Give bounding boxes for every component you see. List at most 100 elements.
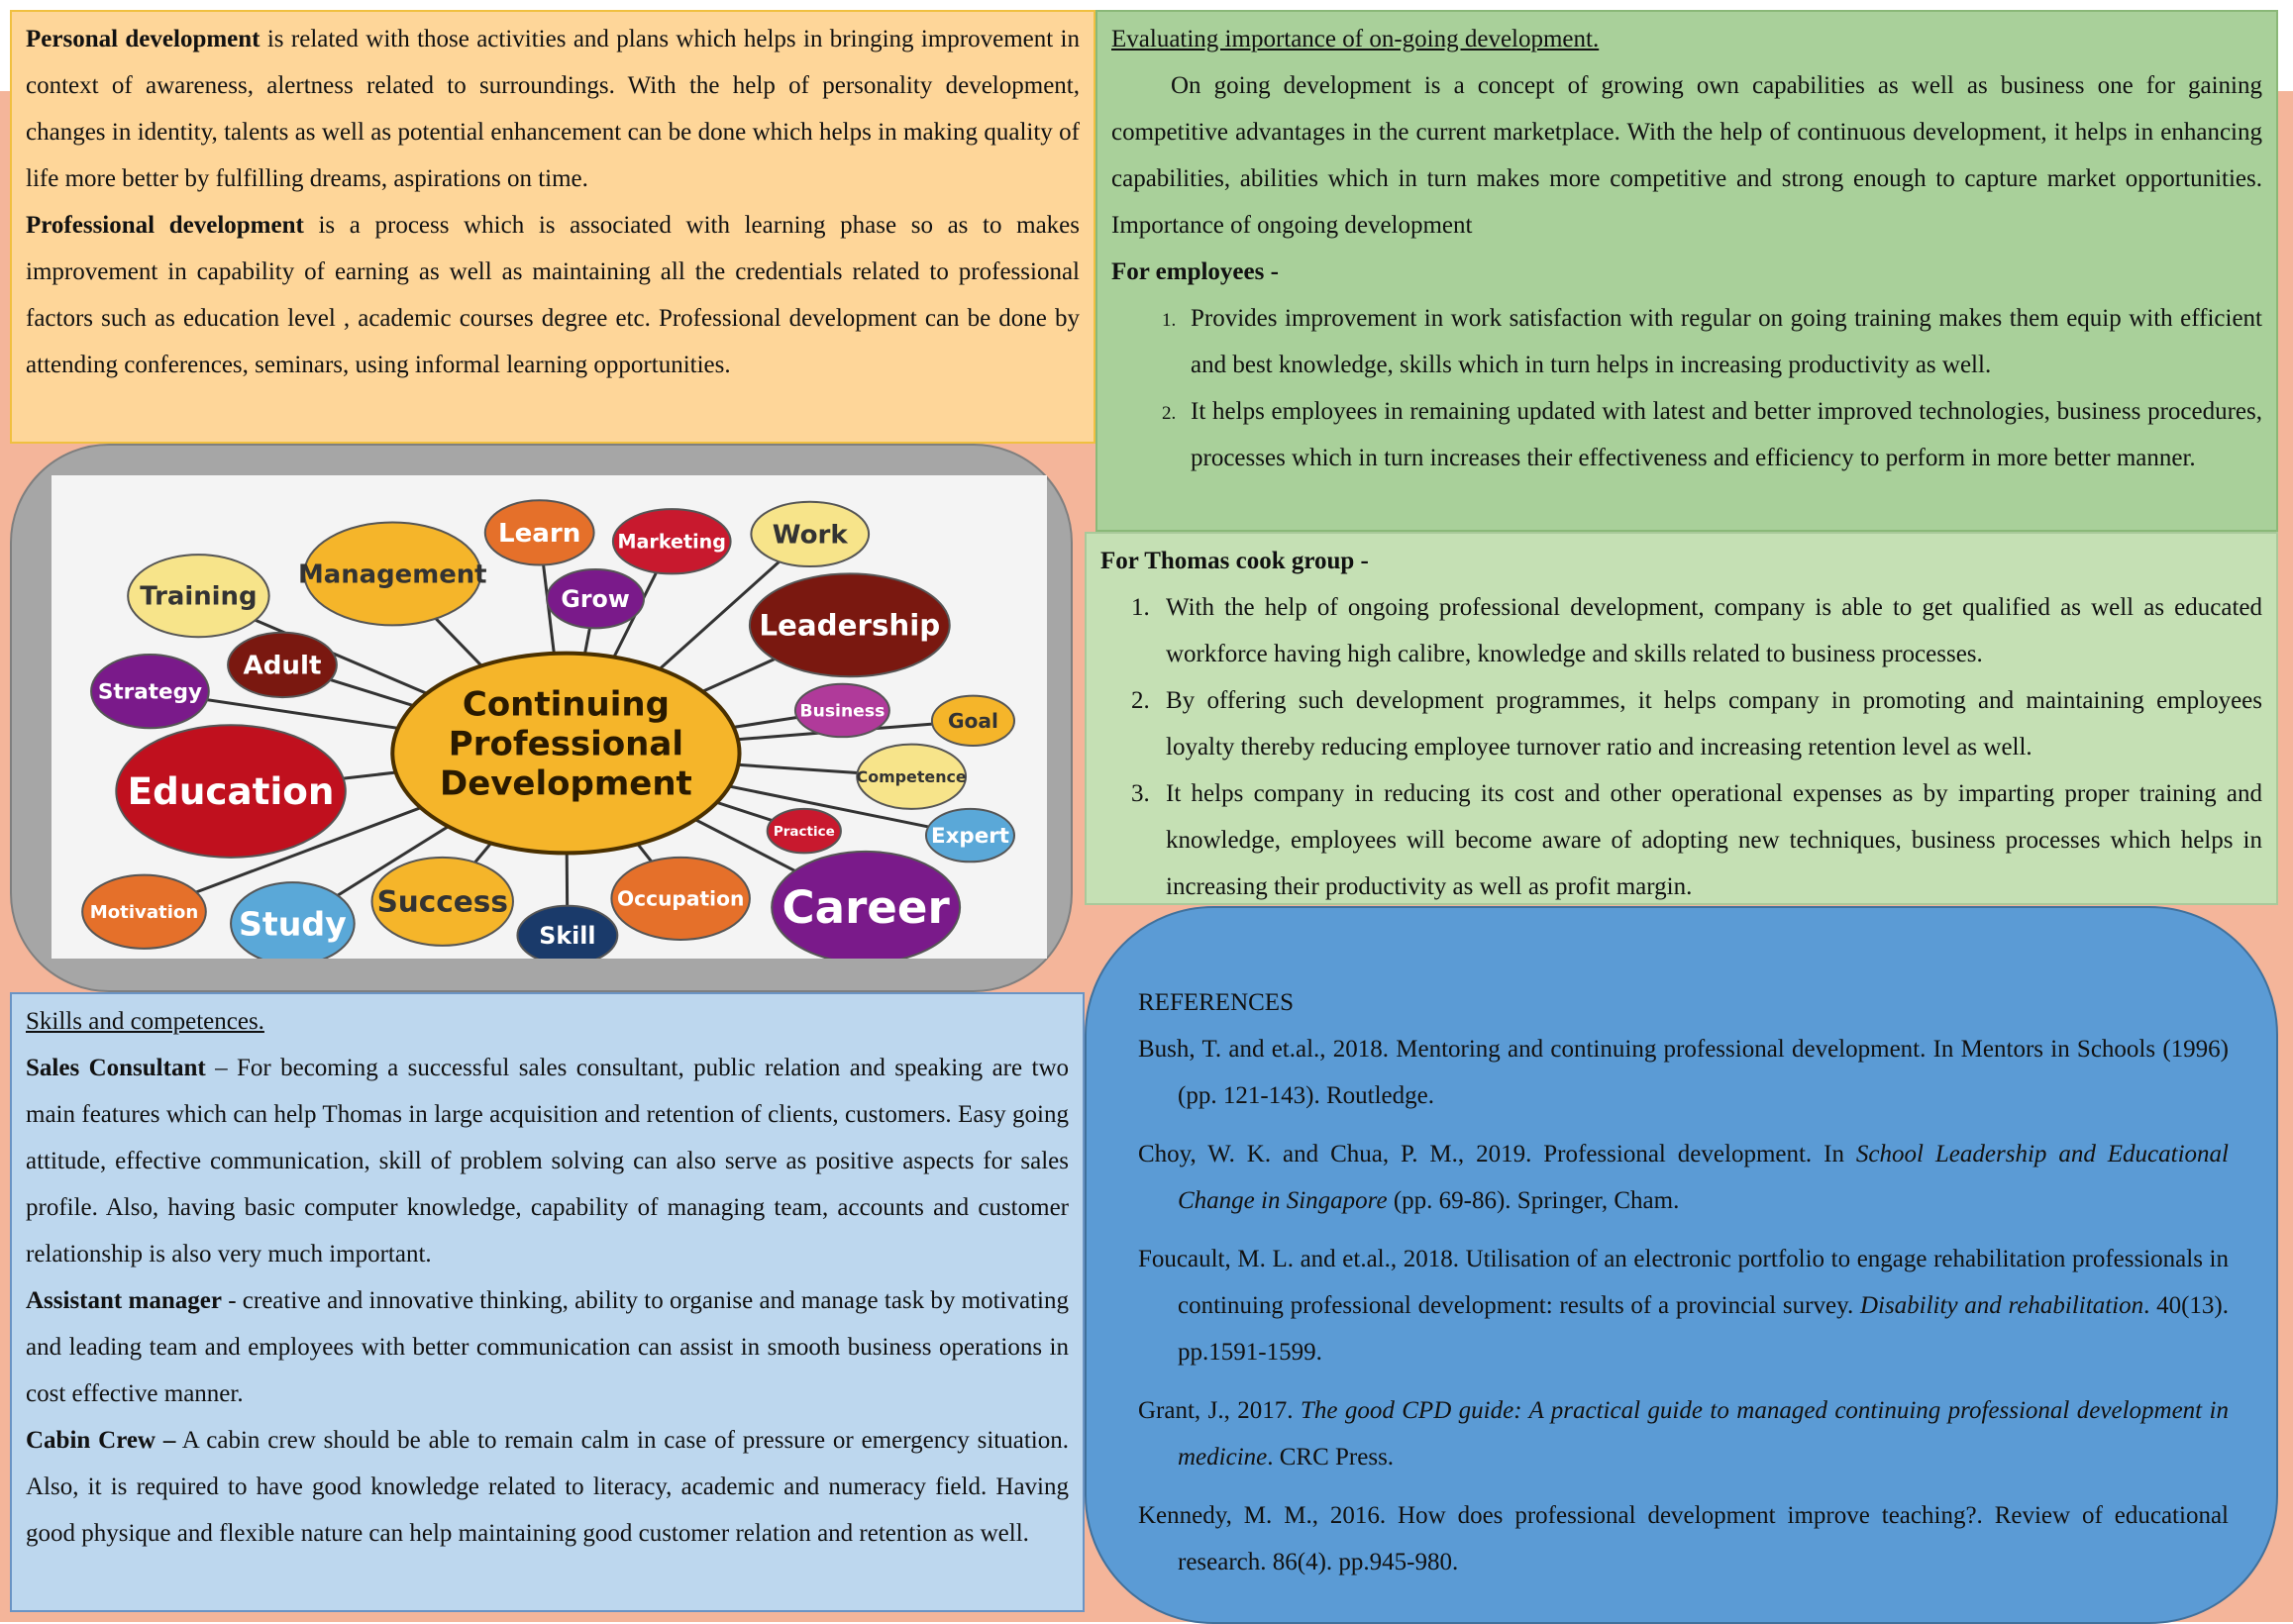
- bubble-shape: [230, 881, 356, 959]
- mind-map-bubble: Expert: [924, 807, 1016, 863]
- ongoing-development-heading: Evaluating importance of on-going develo…: [1111, 26, 1600, 52]
- development-definitions-panel: Personal development is related with tho…: [10, 10, 1095, 444]
- bubble-shape: [771, 850, 962, 959]
- bubble-label: Training: [140, 582, 257, 612]
- center-label: Continuing: [463, 684, 670, 724]
- reference-text: Choy, W. K. and Chua, P. M., 2019. Profe…: [1138, 1141, 1856, 1167]
- bubble-shape: [483, 499, 595, 566]
- reference-source: Disability and rehabilitation: [1859, 1292, 2144, 1319]
- skills-heading: Skills and competences.: [26, 1008, 264, 1035]
- professional-development-text: is a process which is associated with le…: [26, 212, 1080, 378]
- bubble-shape: [546, 567, 646, 630]
- bubble-label: Learn: [498, 519, 580, 549]
- bubble-shape: [115, 724, 347, 859]
- mind-map-bubble: Grow: [546, 567, 646, 630]
- role-text: – For becoming a successful sales consul…: [26, 1055, 1069, 1268]
- personal-development-paragraph: Personal development is related with tho…: [26, 16, 1080, 202]
- list-item: It helps employees in remaining updated …: [1181, 388, 2262, 481]
- bubble-label: Leadership: [759, 609, 940, 643]
- reference-details: . 40(13). pp.1591-1599.: [1178, 1292, 2229, 1366]
- reference-item: Kennedy, M. M., 2016. How does professio…: [1138, 1492, 2229, 1585]
- bubble-label: Success: [377, 885, 508, 919]
- employees-heading: For employees -: [1111, 258, 1279, 285]
- bubble-shape: [856, 743, 968, 810]
- mind-map-bubble: Skill: [516, 904, 619, 959]
- ongoing-development-panel: Evaluating importance of on-going develo…: [1095, 10, 2278, 532]
- bubble-label: Competence: [857, 767, 967, 786]
- bubble-label: Business: [799, 701, 885, 721]
- mind-map-bubble: Motivation: [81, 873, 207, 950]
- mind-map-bubble: Training: [127, 554, 270, 639]
- reference-details: . CRC Press.: [1267, 1444, 1395, 1471]
- bubble-shape: [516, 904, 619, 959]
- mind-map-bubble: Management: [298, 521, 487, 627]
- mind-map-bubble: Learn: [483, 499, 595, 566]
- mind-map-bubble: Success: [370, 856, 514, 947]
- reference-item: Choy, W. K. and Chua, P. M., 2019. Profe…: [1138, 1131, 2229, 1224]
- skills-panel: Skills and competences. Sales Consultant…: [10, 992, 1085, 1612]
- mind-map-bubble: Adult: [227, 631, 338, 699]
- reference-source: The good CPD guide: A practical guide to…: [1178, 1397, 2229, 1471]
- role-text: A cabin crew should be able to remain ca…: [26, 1427, 1069, 1547]
- bubble-shape: [81, 873, 207, 950]
- mind-map-bubble: Practice: [766, 807, 842, 855]
- bubble-shape: [370, 856, 514, 947]
- role-text: - creative and innovative thinking, abil…: [26, 1287, 1069, 1407]
- bubble-shape: [90, 654, 210, 730]
- bubble-label: Management: [298, 559, 487, 589]
- bubble-shape: [793, 682, 890, 739]
- role-title: Cabin Crew –: [26, 1427, 176, 1454]
- bubble-label: Work: [773, 521, 849, 551]
- professional-development-paragraph: Professional development is a process wh…: [26, 202, 1080, 388]
- mind-map-bubble: Leadership: [748, 572, 951, 678]
- role-title: Assistant manager: [26, 1287, 222, 1314]
- bubble-shape: [610, 856, 751, 941]
- thomas-cook-heading: For Thomas cook group -: [1100, 548, 1369, 574]
- bubble-shape: [750, 500, 871, 568]
- mind-map-bubble: Goal: [930, 694, 1016, 748]
- reference-source: School Leadership and Educational Change…: [1178, 1141, 2229, 1214]
- role-sales-consultant: Sales Consultant – For becoming a succes…: [26, 1045, 1069, 1277]
- bubble-label: Grow: [561, 585, 629, 613]
- reference-item: Bush, T. and et.al., 2018. Mentoring and…: [1138, 1026, 2229, 1119]
- bubble-shape: [127, 554, 270, 639]
- bubble-shape: [766, 807, 842, 855]
- center-bubble-shape: [390, 651, 742, 856]
- bubble-shape: [227, 631, 338, 699]
- reference-details: (pp. 69-86). Springer, Cham.: [1387, 1187, 1680, 1214]
- mind-map-bubble: Education: [115, 724, 347, 859]
- role-cabin-crew: Cabin Crew – A cabin crew should be able…: [26, 1417, 1069, 1557]
- role-assistant-manager: Assistant manager - creative and innovat…: [26, 1277, 1069, 1417]
- personal-development-text: is related with those activities and pla…: [26, 26, 1080, 192]
- mind-map-bubble: Marketing: [611, 508, 732, 575]
- list-item: Provides improvement in work satisfactio…: [1181, 295, 2262, 388]
- bubble-shape: [303, 521, 482, 627]
- bubble-shape: [924, 807, 1016, 863]
- list-item: With the help of ongoing professional de…: [1156, 584, 2262, 677]
- reference-text: Grant, J., 2017.: [1138, 1397, 1301, 1424]
- center-label: Professional: [449, 724, 683, 763]
- bubble-label: Motivation: [90, 902, 198, 923]
- cpd-mind-map-image: Training Management Learn Marketing WorkGrow…: [52, 475, 1047, 959]
- bubble-label: Career: [782, 881, 951, 934]
- thomas-cook-panel: For Thomas cook group - With the help of…: [1085, 532, 2278, 905]
- bubble-label: Marketing: [618, 530, 726, 553]
- bubble-label: Expert: [931, 824, 1009, 849]
- bubble-label: Practice: [774, 824, 835, 840]
- mind-map-bubble: Business: [793, 682, 890, 739]
- center-label: Development: [440, 763, 692, 803]
- mind-map-bubble: Strategy: [90, 654, 210, 730]
- bubble-label: Occupation: [617, 886, 744, 910]
- bubble-label: Strategy: [98, 680, 202, 705]
- list-item: By offering such development programmes,…: [1156, 677, 2262, 770]
- reference-text: Kennedy, M. M., 2016. How does professio…: [1138, 1502, 2229, 1575]
- mind-map-bubble: Occupation: [610, 856, 751, 941]
- bubble-shape: [748, 572, 951, 678]
- reference-item: Foucault, M. L. and et.al., 2018. Utilis…: [1138, 1236, 2229, 1375]
- bubble-label: Education: [128, 769, 335, 813]
- references-heading: REFERENCES: [1138, 989, 1294, 1016]
- bubble-shape: [930, 694, 1016, 748]
- reference-item: Grant, J., 2017. The good CPD guide: A p…: [1138, 1387, 2229, 1480]
- mind-map-bubble: Work: [750, 500, 871, 568]
- bubble-label: Study: [239, 904, 347, 943]
